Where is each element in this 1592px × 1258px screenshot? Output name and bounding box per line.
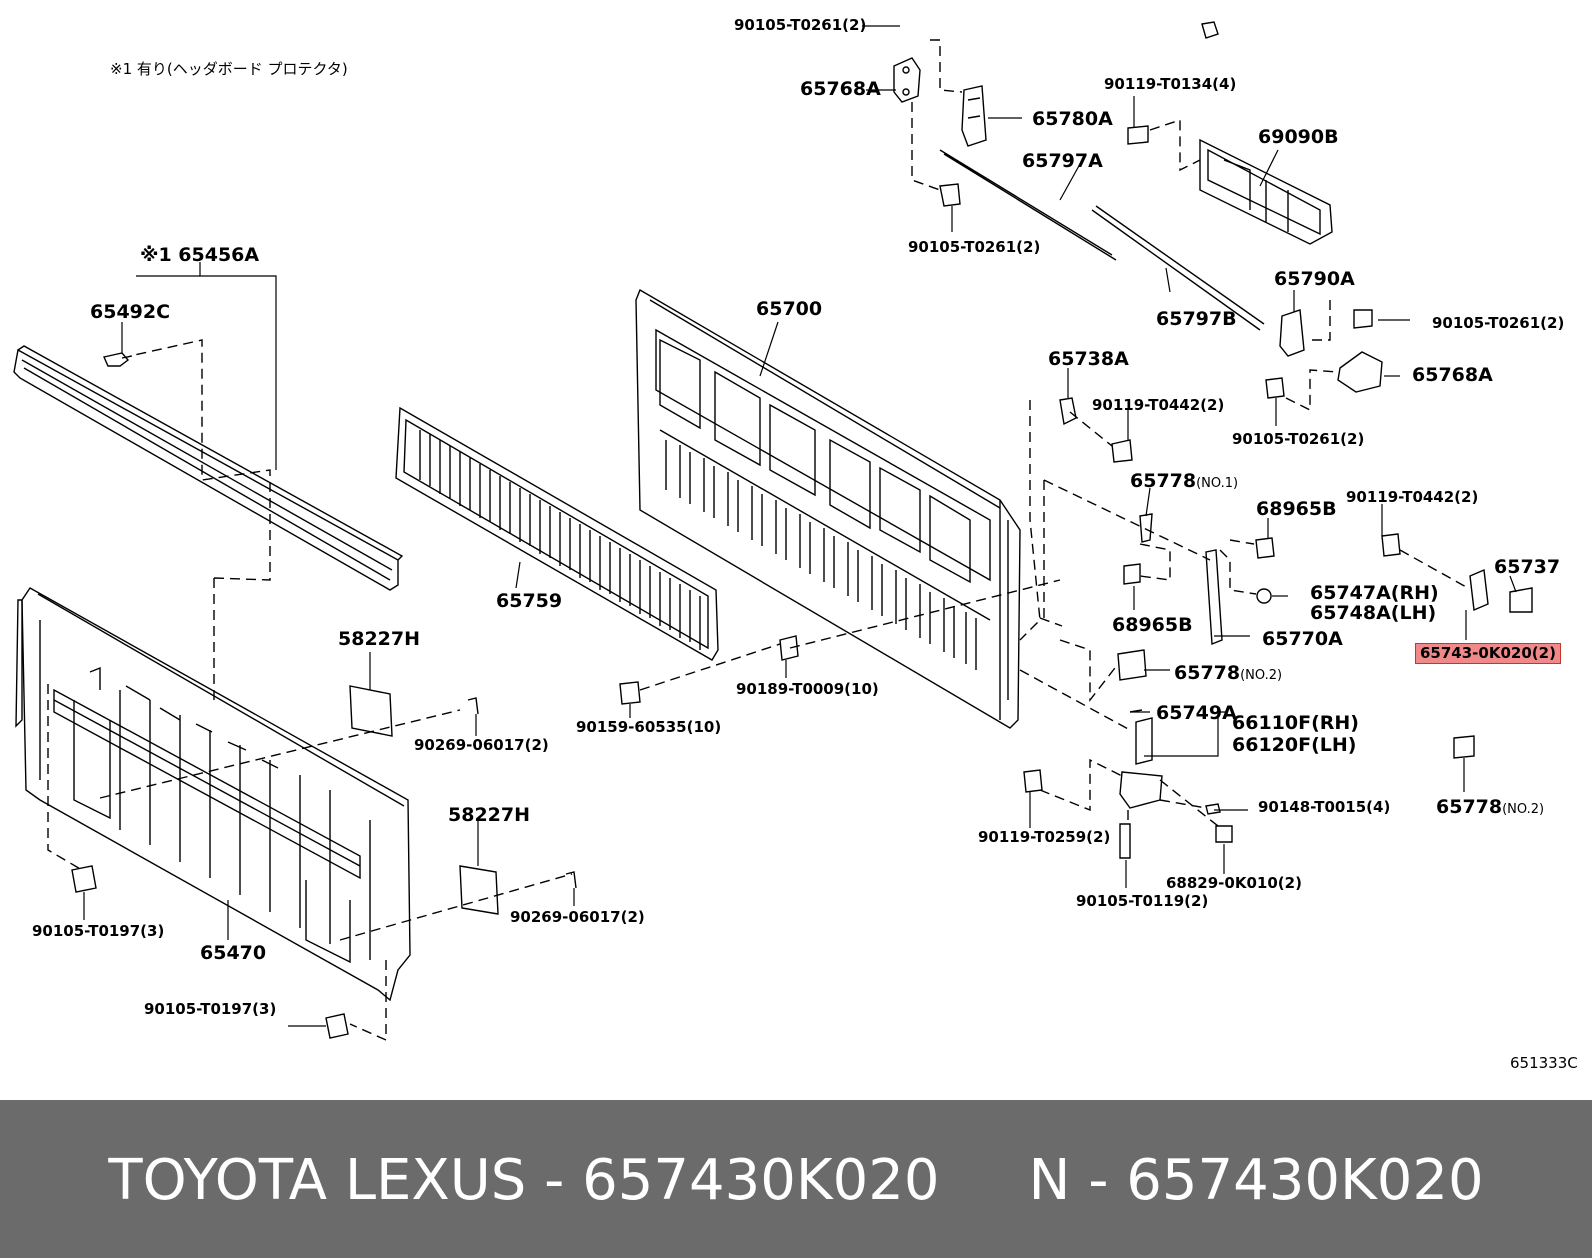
part-label: 65790A (1274, 268, 1355, 290)
part-label: 65768A (1412, 364, 1493, 386)
part-label: 65747A(RH) (1310, 582, 1439, 604)
part-label: 58227H (448, 804, 531, 826)
right-hardware (1023, 397, 1533, 859)
part-label: 65797B (1156, 308, 1237, 330)
leader-lines (83, 25, 1517, 1027)
part-label: 65770A (1262, 628, 1343, 650)
part-label: 58227H (338, 628, 421, 650)
part-label: 69090B (1258, 126, 1339, 148)
part-label: 90105-T0119(2) (1076, 892, 1209, 910)
part-label: 65738A (1048, 348, 1129, 370)
part-label: 68829-0K010(2) (1166, 874, 1302, 892)
part-label: 65470 (200, 942, 267, 964)
upper-hardware (893, 21, 1383, 399)
parts-diagram: ※1 有り(ヘッダボード プロテクタ) 90105-T0261(2) 65768… (13, 16, 1578, 1072)
diagram-drawing (13, 21, 1533, 1042)
part-label: 90269-06017(2) (510, 908, 645, 926)
part-label: 90269-06017(2) (414, 736, 549, 754)
part-label: 65749A (1156, 702, 1237, 724)
part-label: 66110F(RH) (1232, 712, 1359, 734)
part-label: 65778(NO.2) (1174, 662, 1283, 684)
part-label: 65778(NO.1) (1130, 470, 1239, 492)
part-label: 90105-T0261(2) (1232, 430, 1365, 448)
footer-part-number: TOYOTA LEXUS - 657430K020 N - 657430K020 (108, 1148, 1484, 1213)
part-label: 65492C (90, 301, 171, 323)
part-label: 65778(NO.2) (1436, 796, 1545, 818)
part-label: ※1 65456A (140, 244, 260, 266)
part-label: 90148-T0015(4) (1258, 798, 1391, 816)
part-label: 90105-T0261(2) (734, 16, 867, 34)
clip-65492c (103, 352, 133, 367)
highlighted-part-label[interactable]: 65743-0K020(2) (1415, 643, 1561, 664)
part-label: 90159-60535(10) (576, 718, 722, 736)
part-label: 90119-T0259(2) (978, 828, 1111, 846)
part-label: 90189-T0009(10) (736, 680, 879, 698)
part-label: 90105-T0261(2) (1432, 314, 1565, 332)
part-label: 65737 (1494, 556, 1561, 578)
part-label: 66120F(LH) (1232, 734, 1357, 756)
footer-banner: TOYOTA LEXUS - 657430K020 N - 657430K020 (0, 1100, 1592, 1258)
part-label: 90105-T0197(3) (32, 922, 165, 940)
part-label: 90119-T0442(2) (1092, 396, 1225, 414)
part-label: 65768A (800, 78, 881, 100)
japanese-footnote: ※1 有り(ヘッダボード プロテクタ) (110, 60, 348, 78)
part-label: 65759 (496, 590, 563, 612)
tailgate-65700 (635, 288, 1021, 729)
part-label: 90119-T0134(4) (1104, 75, 1237, 93)
part-label: 65700 (756, 298, 823, 320)
header-protector-rail (13, 345, 404, 591)
misc-fasteners (71, 635, 799, 1039)
diagram-code: 651333C (1510, 1054, 1578, 1072)
part-label: 65780A (1032, 108, 1113, 130)
dashed-guides (47, 39, 1469, 1042)
panel-65470 (15, 587, 411, 1002)
part-label: 90105-T0261(2) (908, 238, 1041, 256)
panel-65759 (395, 406, 719, 661)
part-label: 90119-T0442(2) (1346, 488, 1479, 506)
part-label: 65797A (1022, 150, 1103, 172)
part-label: 68965B (1112, 614, 1193, 636)
part-label: 65748A(LH) (1310, 602, 1437, 624)
part-label: 68965B (1256, 498, 1337, 520)
part-label: 90105-T0197(3) (144, 1000, 277, 1018)
